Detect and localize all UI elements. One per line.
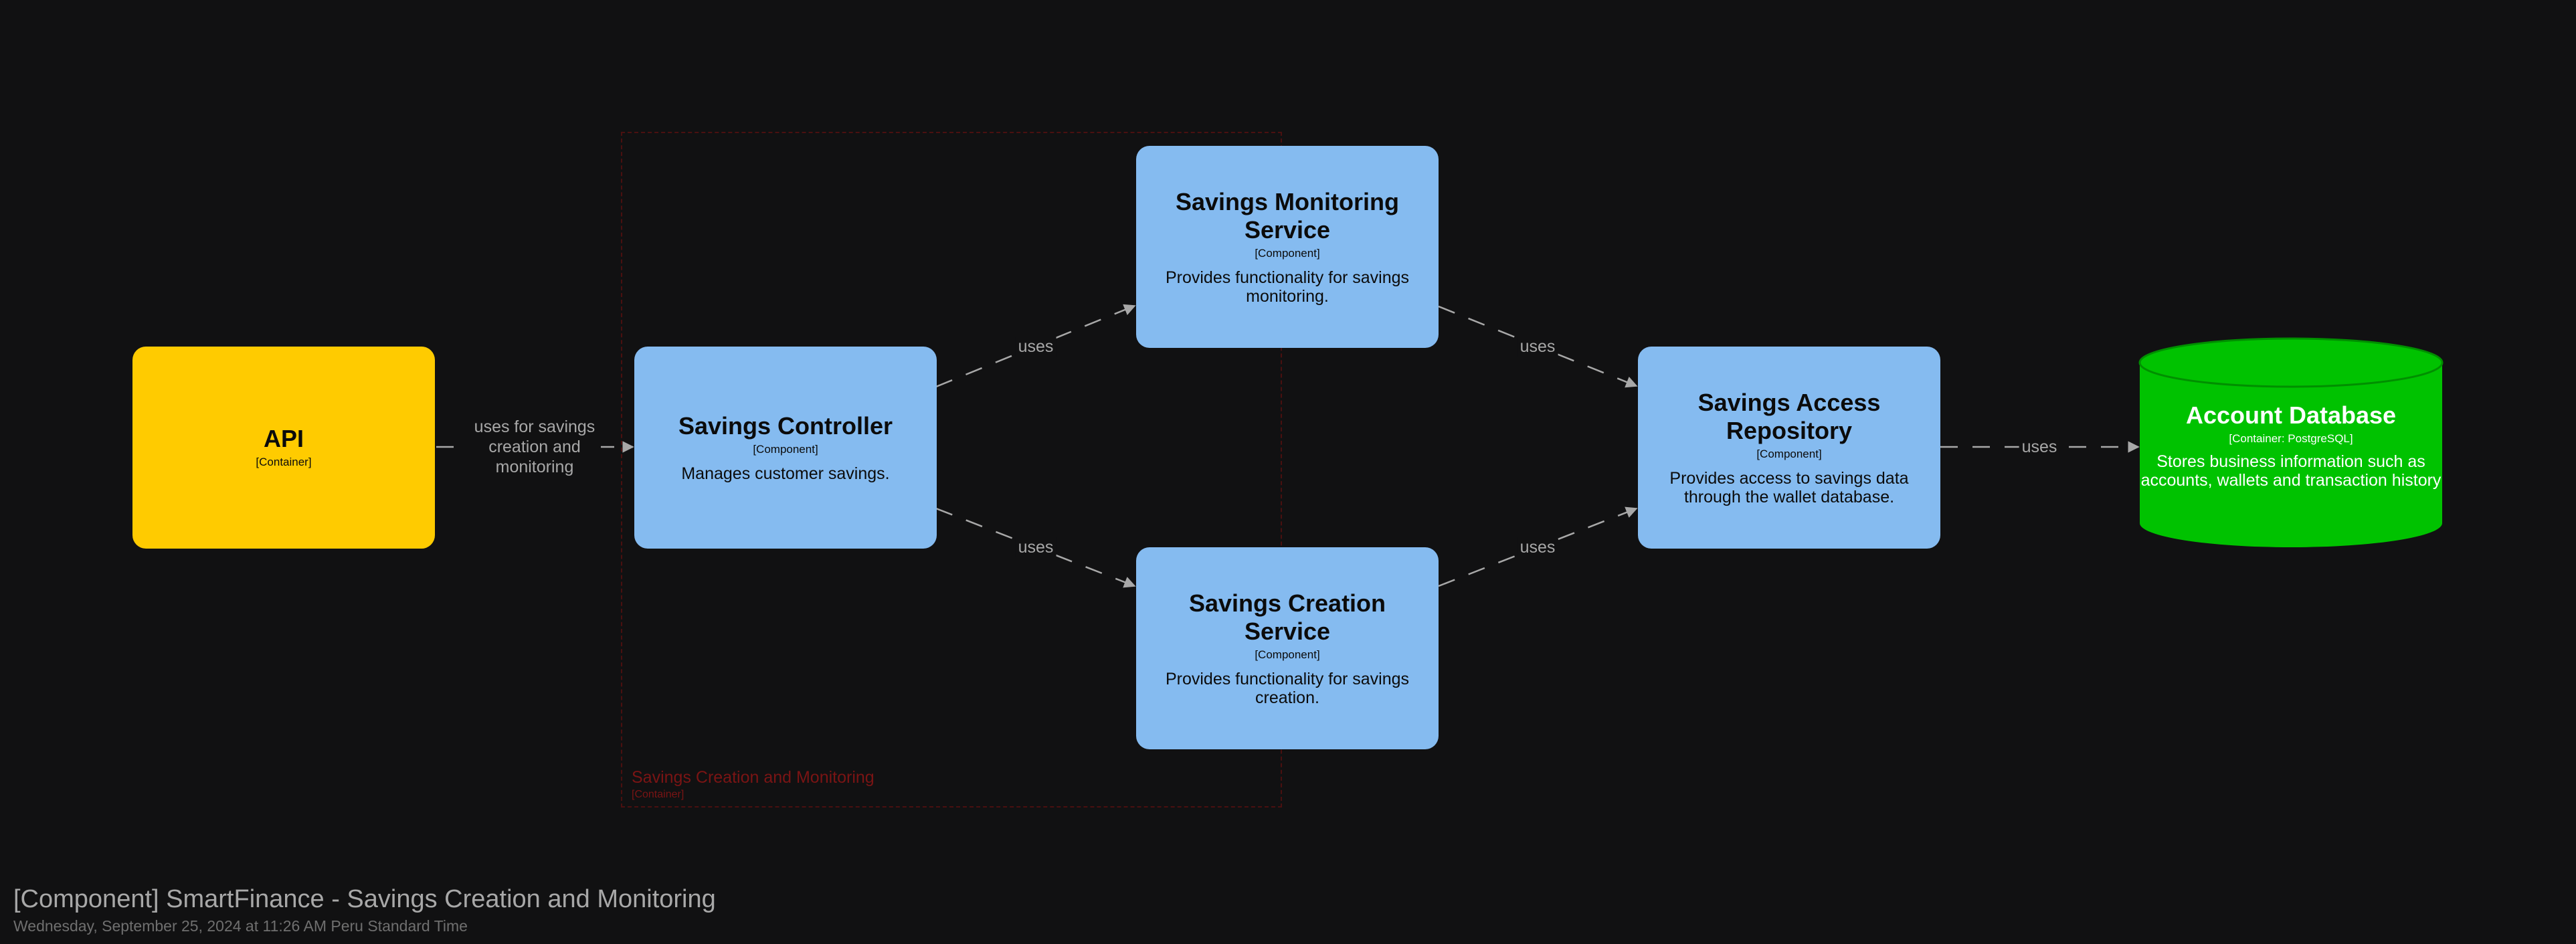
node-name: Account Database [2185,401,2397,429]
container-boundary [621,132,1282,808]
node-description: Provides access to savings data through … [1669,469,1909,506]
node-name: Savings Creation Service [1188,589,1386,645]
account-database-cylinder[interactable] [2138,337,2444,547]
savings-controller-node[interactable]: Savings Controller [Component] Manages c… [634,347,937,549]
edge-label-controller-monitoring: uses [1015,337,1056,357]
edge-label-controller-creation: uses [1015,537,1056,557]
api-node[interactable]: API [Container] [132,347,435,549]
diagram-title: [Component] SmartFinance - Savings Creat… [13,885,716,913]
node-tech: [Container: PostgreSQL] [2229,432,2353,445]
savings-creation-service-node[interactable]: Savings Creation Service [Component] Pro… [1136,547,1439,749]
diagram-timestamp: Wednesday, September 25, 2024 at 11:26 A… [13,917,468,935]
node-tech: [Component] [1756,448,1822,460]
node-name: API [263,425,304,452]
node-tech: [Component] [1255,247,1320,260]
node-description: Manages customer savings. [681,464,890,483]
node-name: Savings Access Repository [1697,389,1881,444]
account-database-text: Account Database [Container: PostgreSQL]… [2140,401,2442,490]
node-description: Provides functionality for savings creat… [1165,670,1410,707]
boundary-label: Savings Creation and Monitoring [632,768,875,787]
node-description: Provides functionality for savings monit… [1165,268,1410,306]
edge-label-repository-database: uses [2019,437,2060,457]
node-tech: [Container] [256,456,312,468]
edge-label-creation-repository: uses [1517,537,1558,557]
node-name: Savings Controller [678,412,893,440]
node-tech: [Component] [753,443,818,456]
node-tech: [Component] [1255,648,1320,661]
node-name: Savings Monitoring Service [1175,188,1399,244]
edge-label-monitoring-repository: uses [1517,337,1558,357]
savings-monitoring-service-node[interactable]: Savings Monitoring Service [Component] P… [1136,146,1439,348]
edge-label-api-controller: uses for savings creation and monitoring [468,417,601,477]
boundary-tech: [Container] [632,789,684,800]
node-description: Stores business information such as acco… [2140,452,2442,490]
savings-access-repository-node[interactable]: Savings Access Repository [Component] Pr… [1638,347,1940,549]
